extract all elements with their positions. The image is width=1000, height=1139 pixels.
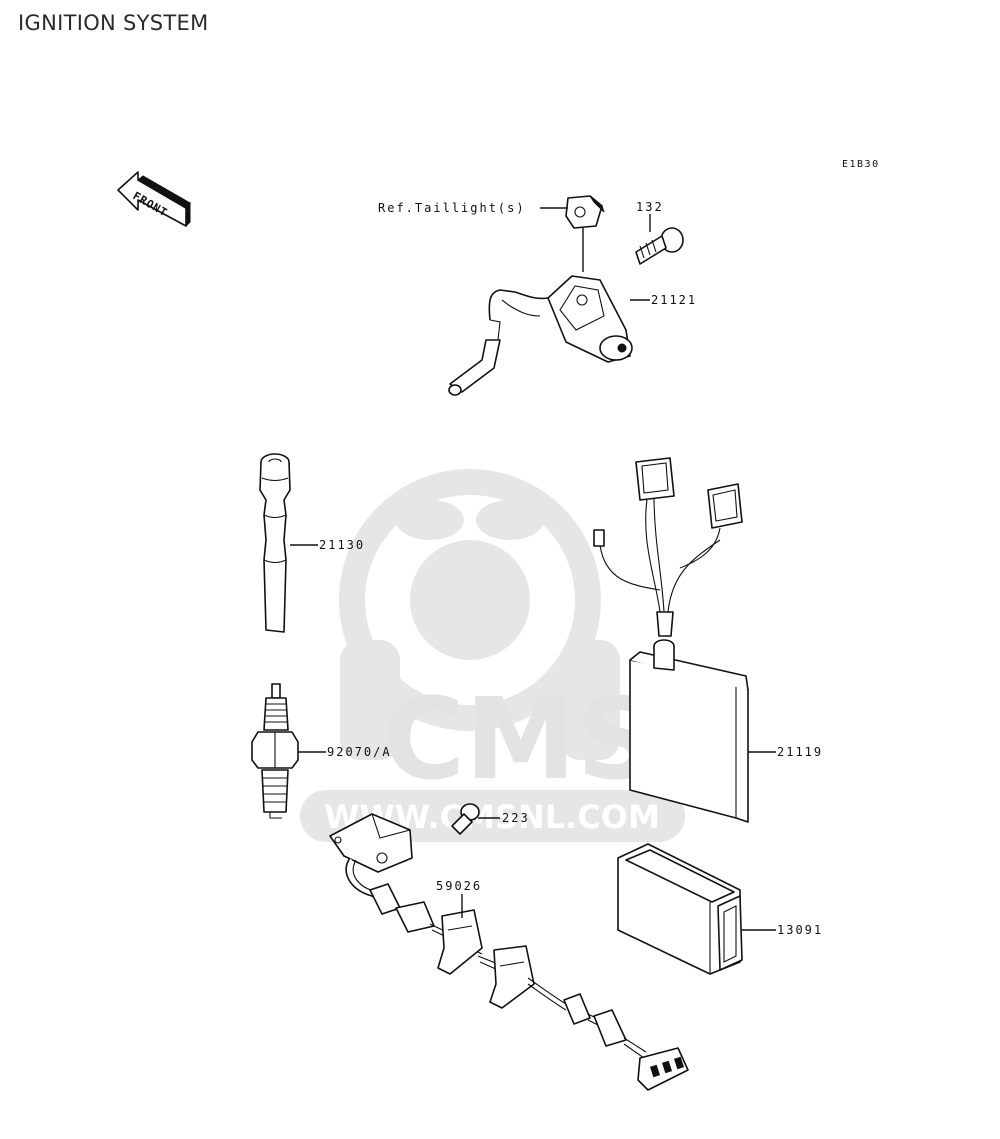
watermark-brand: CMS [383, 675, 657, 805]
callout-132: 132 [636, 200, 664, 214]
front-arrow-icon: FRONT [117, 171, 191, 228]
callout-13091: 13091 [777, 923, 823, 937]
screw-223 [451, 803, 480, 835]
taillight-clip [565, 195, 605, 229]
callout-223: 223 [502, 811, 530, 825]
callout-21130: 21130 [319, 538, 365, 552]
igniter-21119 [593, 457, 749, 823]
bolt-132 [635, 227, 684, 265]
spark-plug-cap-21130 [259, 453, 291, 633]
page-title: IGNITION SYSTEM [18, 11, 209, 35]
ignition-coil-21121 [448, 275, 633, 396]
diagram-code: E1B30 [842, 159, 880, 170]
callout-59026: 59026 [436, 879, 482, 893]
rubber-case-13091 [617, 843, 743, 975]
spark-plug-92070 [251, 683, 299, 819]
callout-ref-taillight: Ref.Taillight(s) [378, 201, 526, 215]
callout-92070: 92070/A [327, 745, 392, 759]
pickup-coil-harness [329, 813, 689, 1091]
callout-21119: 21119 [777, 745, 823, 759]
watermark: CMS WWW.CMSNL.COM [300, 469, 685, 842]
callout-21121: 21121 [651, 293, 697, 307]
